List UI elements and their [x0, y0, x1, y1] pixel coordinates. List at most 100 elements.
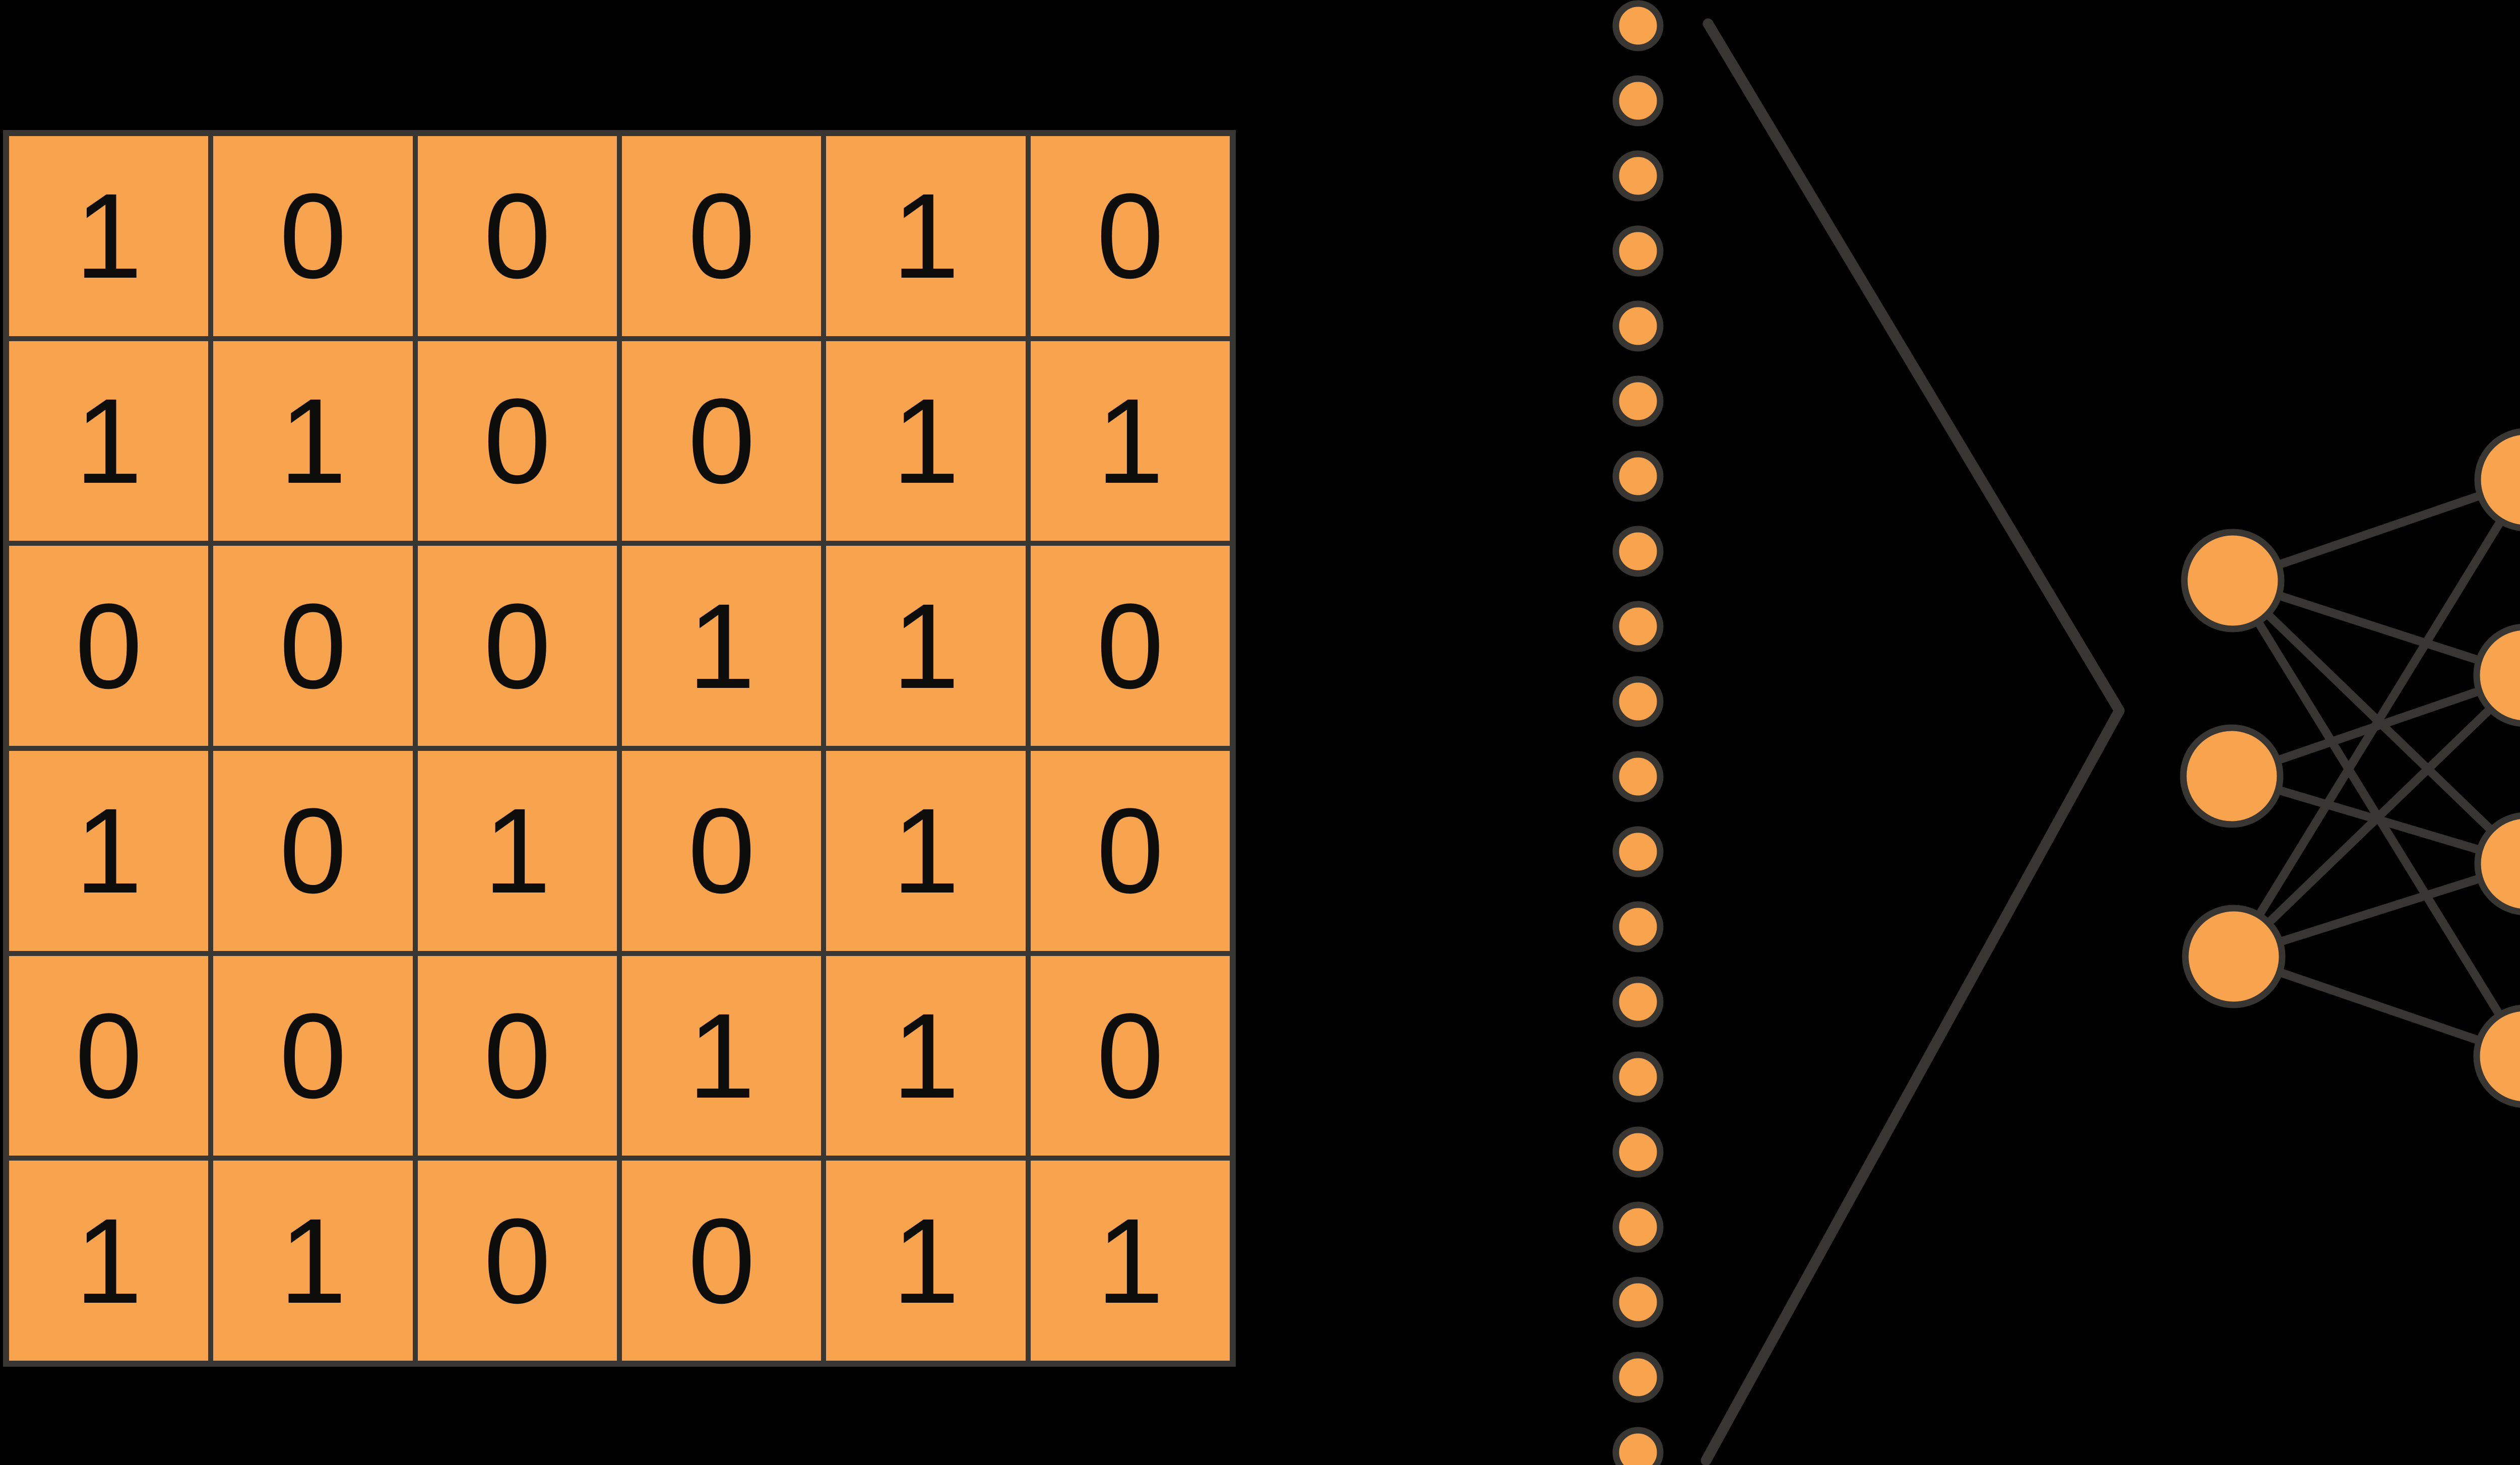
- matrix-cell-value: 0: [1096, 783, 1164, 919]
- matrix-cell-value: 0: [687, 1193, 755, 1328]
- matrix-cell-value: 1: [483, 783, 551, 919]
- matrix-cell-r3c2: 0: [213, 546, 413, 746]
- matrix-cell-value: 0: [75, 988, 143, 1123]
- flatten-bracket: [1700, 18, 2125, 1465]
- matrix-cell-r2c5: 1: [826, 341, 1026, 541]
- flatten-dot-2: [1612, 75, 1664, 126]
- matrix-cell-r6c4: 0: [622, 1161, 822, 1361]
- flatten-dot-12: [1612, 826, 1664, 877]
- matrix-cell-r5c2: 0: [213, 956, 413, 1156]
- flatten-dot-11: [1612, 751, 1664, 802]
- matrix-cell-value: 0: [279, 168, 347, 304]
- matrix-cell-r6c2: 1: [213, 1161, 413, 1361]
- matrix-cell-r4c2: 0: [213, 750, 413, 951]
- matrix-cell-r6c5: 1: [826, 1161, 1026, 1361]
- matrix-cell-value: 0: [1096, 988, 1164, 1123]
- matrix-cell-value: 1: [892, 373, 960, 508]
- matrix-cell-r1c3: 0: [417, 136, 617, 336]
- network-node-hidden-M4: [2473, 1005, 2520, 1108]
- matrix-cell-r5c5: 1: [826, 956, 1026, 1156]
- matrix-cell-r3c1: 0: [9, 546, 209, 746]
- matrix-cell-r1c4: 0: [622, 136, 822, 336]
- matrix-cell-value: 0: [483, 168, 551, 304]
- matrix-cell-r1c5: 1: [826, 136, 1026, 336]
- matrix-cell-value: 1: [892, 988, 960, 1123]
- flatten-dot-18: [1612, 1277, 1664, 1328]
- flatten-dot-5: [1612, 300, 1664, 352]
- flatten-dot-1: [1612, 0, 1664, 51]
- matrix-cell-r5c4: 1: [622, 956, 822, 1156]
- network-node-hidden-M2: [2473, 624, 2520, 727]
- matrix-cell-r2c1: 1: [9, 341, 209, 541]
- matrix-cell-value: 0: [483, 1193, 551, 1328]
- flatten-dot-6: [1612, 375, 1664, 427]
- matrix-cell-r4c3: 1: [417, 750, 617, 951]
- matrix-cell-r3c4: 1: [622, 546, 822, 746]
- matrix-cell-value: 1: [279, 373, 347, 508]
- flatten-dot-9: [1612, 601, 1664, 652]
- matrix-cell-r5c6: 0: [1030, 956, 1230, 1156]
- matrix-cell-value: 1: [892, 168, 960, 304]
- flatten-dot-13: [1612, 901, 1664, 952]
- matrix-cell-value: 1: [687, 988, 755, 1123]
- network-node-hidden-M3: [2474, 812, 2520, 915]
- matrix-cell-value: 0: [687, 373, 755, 508]
- flatten-dot-10: [1612, 676, 1664, 727]
- matrix-cell-value: 0: [279, 783, 347, 919]
- matrix-cell-r4c6: 0: [1030, 750, 1230, 951]
- matrix-cell-r4c5: 1: [826, 750, 1026, 951]
- flatten-dot-15: [1612, 1051, 1664, 1103]
- matrix-cell-r2c2: 1: [213, 341, 413, 541]
- flatten-dot-16: [1612, 1126, 1664, 1178]
- flatten-dot-3: [1612, 150, 1664, 202]
- matrix-cell-r2c6: 1: [1030, 341, 1230, 541]
- matrix-cell-value: 1: [1096, 1193, 1164, 1328]
- matrix-cell-r4c1: 1: [9, 750, 209, 951]
- matrix-cell-r2c3: 0: [417, 341, 617, 541]
- network-edge-L3-M2: [2229, 674, 2520, 961]
- matrix-cell-value: 1: [892, 1193, 960, 1328]
- matrix-cell-value: 1: [75, 783, 143, 919]
- matrix-cell-value: 0: [687, 783, 755, 919]
- matrix-cell-r3c5: 1: [826, 546, 1026, 746]
- matrix-cell-r1c6: 0: [1030, 136, 1230, 336]
- matrix-cell-value: 0: [483, 578, 551, 714]
- network-node-input-L2: [2180, 724, 2284, 828]
- matrix-cell-r3c6: 0: [1030, 546, 1230, 746]
- matrix-cell-value: 0: [1096, 578, 1164, 714]
- matrix-cell-value: 0: [279, 578, 347, 714]
- matrix-cell-r5c3: 0: [417, 956, 617, 1156]
- matrix-cell-value: 0: [279, 988, 347, 1123]
- network-node-input-L3: [2182, 905, 2286, 1008]
- network-edge-L3-M1: [2229, 481, 2520, 961]
- flatten-dot-7: [1612, 451, 1664, 502]
- flatten-dot-8: [1612, 526, 1664, 577]
- matrix-cell-r2c4: 0: [622, 341, 822, 541]
- matrix-cell-value: 0: [483, 988, 551, 1123]
- matrix-cell-value: 1: [892, 578, 960, 714]
- matrix-cell-r3c3: 0: [417, 546, 617, 746]
- matrix-cell-value: 1: [279, 1193, 347, 1328]
- matrix-cell-value: 0: [1096, 168, 1164, 304]
- flatten-dot-4: [1612, 225, 1664, 277]
- matrix-cell-r5c1: 0: [9, 956, 209, 1156]
- network-node-input-L1: [2181, 529, 2285, 632]
- matrix-cell-r6c1: 1: [9, 1161, 209, 1361]
- matrix-cell-value: 1: [75, 168, 143, 304]
- flatten-dot-19: [1612, 1352, 1664, 1403]
- matrix-cell-value: 0: [483, 373, 551, 508]
- flatten-dot-20: [1612, 1427, 1664, 1465]
- flatten-dot-17: [1612, 1201, 1664, 1253]
- matrix-cell-value: 1: [1096, 373, 1164, 508]
- network-node-hidden-M1: [2474, 428, 2520, 531]
- matrix-cell-r1c1: 1: [9, 136, 209, 336]
- network-edge-L1-M1: [2228, 477, 2520, 585]
- matrix-cell-r1c2: 0: [213, 136, 413, 336]
- matrix-cell-value: 1: [687, 578, 755, 714]
- matrix-cell-value: 0: [75, 578, 143, 714]
- matrix-cell-r4c4: 0: [622, 750, 822, 951]
- matrix-cell-value: 1: [75, 1193, 143, 1328]
- matrix-cell-r6c6: 1: [1030, 1161, 1230, 1361]
- matrix-cell-value: 1: [75, 373, 143, 508]
